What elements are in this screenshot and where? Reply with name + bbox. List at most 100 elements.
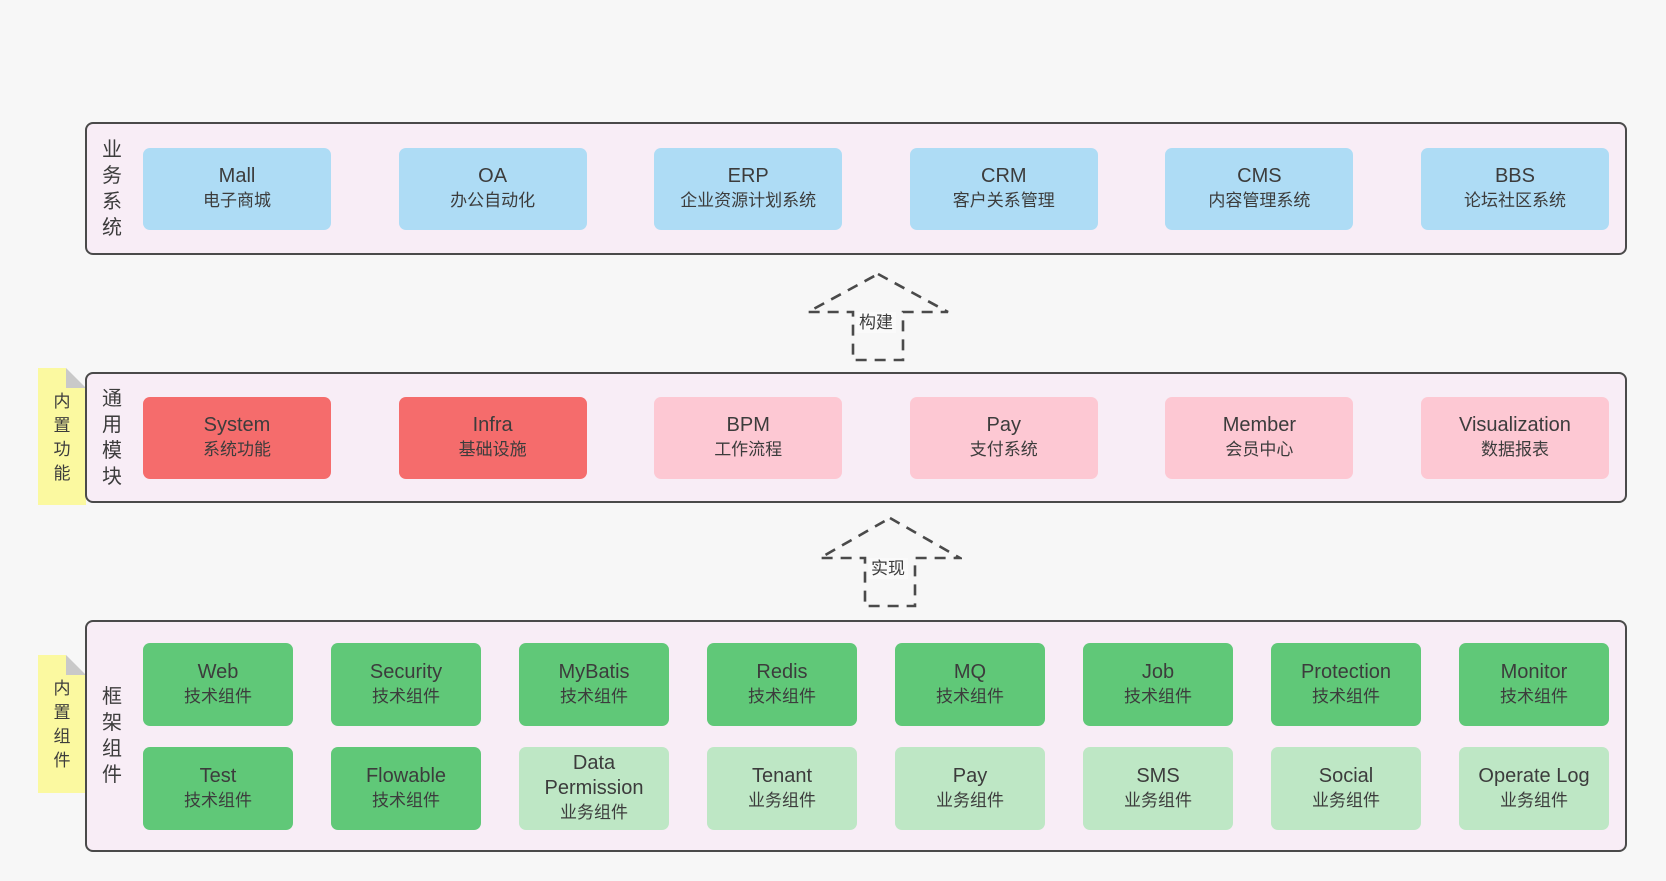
box-title: Mall — [218, 165, 256, 187]
framework-components-layer: 框架组件 Web 技术组件 Security 技术组件 MyBatis 技术组件… — [85, 620, 1627, 852]
box-bpm: BPM 工作流程 — [654, 396, 843, 479]
box-subtitle: 业务组件 — [748, 790, 816, 810]
box-title: Tenant — [751, 764, 813, 787]
build-arrow-label: 构建 — [856, 312, 896, 333]
box-title: Pay — [952, 764, 988, 787]
box-subtitle: 企业资源计划系统 — [680, 191, 817, 210]
folded-corner-icon — [66, 368, 86, 388]
box-security: Security 技术组件 — [331, 642, 481, 726]
box-subtitle: 系统功能 — [203, 440, 271, 459]
box-oa: OA 办公自动化 — [398, 147, 587, 230]
box-bbs: BBS 论坛社区系统 — [1420, 147, 1609, 230]
box-title: Pay — [986, 414, 1022, 436]
box-title: Infra — [472, 414, 513, 436]
implement-arrow-icon — [818, 516, 962, 608]
box-subtitle: 数据报表 — [1480, 440, 1549, 459]
box-subtitle: 技术组件 — [936, 686, 1004, 706]
box-mybatis: MyBatis 技术组件 — [519, 642, 669, 726]
common-modules-layer: 通用模块 System 系统功能 Infra 基础设施 BPM 工作流程 Pay… — [85, 372, 1627, 503]
box-title: CRM — [981, 165, 1027, 187]
box-subtitle: 电子商城 — [203, 191, 271, 210]
sticky-note-built-in-components: 内置组件 — [38, 655, 86, 793]
box-title: Monitor — [1500, 660, 1568, 683]
implement-arrow-label: 实现 — [868, 558, 908, 579]
box-title: Protection — [1300, 660, 1392, 683]
box-title: OA — [478, 165, 508, 187]
box-subtitle: 业务组件 — [560, 803, 628, 822]
box-title: Flowable — [365, 764, 447, 787]
box-title: MQ — [953, 660, 987, 683]
box-test: Test 技术组件 — [143, 746, 293, 830]
sticky-note-built-in-functions: 内置功能 — [38, 368, 86, 505]
layer-label-business-systems: 业务系统 — [102, 138, 122, 239]
build-arrow-icon — [807, 272, 949, 362]
box-tenant: Tenant 业务组件 — [707, 746, 857, 830]
framework-components-rows: Web 技术组件 Security 技术组件 MyBatis 技术组件 Redi… — [143, 642, 1609, 830]
box-title: SMS — [1136, 764, 1180, 787]
box-system: System 系统功能 — [143, 396, 331, 479]
box-subtitle: 技术组件 — [372, 686, 440, 706]
box-infra: Infra 基础设施 — [398, 396, 587, 479]
box-subtitle: 技术组件 — [1312, 686, 1380, 706]
box-subtitle: 内容管理系统 — [1208, 191, 1311, 210]
sticky-label: 内置组件 — [53, 679, 71, 770]
box-subtitle: 基础设施 — [458, 440, 527, 459]
box-crm: CRM 客户关系管理 — [909, 147, 1098, 230]
box-job: Job 技术组件 — [1083, 642, 1233, 726]
box-web: Web 技术组件 — [143, 642, 293, 726]
box-title: Data Permission — [544, 752, 644, 799]
box-subtitle: 业务组件 — [936, 790, 1004, 810]
box-monitor: Monitor 技术组件 — [1459, 642, 1609, 726]
box-sms: SMS 业务组件 — [1083, 746, 1233, 830]
box-subtitle: 技术组件 — [1500, 686, 1568, 706]
box-title: Job — [1141, 660, 1175, 683]
box-title: ERP — [727, 165, 769, 187]
box-redis: Redis 技术组件 — [707, 642, 857, 726]
layer-label-common-modules: 通用模块 — [102, 387, 122, 488]
box-subtitle: 业务组件 — [1312, 790, 1380, 810]
box-title: BPM — [726, 414, 770, 436]
framework-components-row2: Test 技术组件 Flowable 技术组件 Data Permission … — [143, 746, 1609, 830]
framework-components-row1: Web 技术组件 Security 技术组件 MyBatis 技术组件 Redi… — [143, 642, 1609, 726]
box-subtitle: 会员中心 — [1225, 440, 1294, 459]
business-systems-row: Mall 电子商城 OA 办公自动化 ERP 企业资源计划系统 CRM 客户关系… — [143, 147, 1609, 230]
box-subtitle: 业务组件 — [1500, 790, 1568, 810]
box-member: Member 会员中心 — [1165, 396, 1354, 479]
box-flowable: Flowable 技术组件 — [331, 746, 481, 830]
box-subtitle: 办公自动化 — [450, 191, 536, 210]
box-mall: Mall 电子商城 — [143, 147, 331, 230]
box-subtitle: 支付系统 — [969, 440, 1038, 459]
box-cms: CMS 内容管理系统 — [1165, 147, 1354, 230]
common-modules-row: System 系统功能 Infra 基础设施 BPM 工作流程 Pay 支付系统… — [143, 396, 1609, 479]
box-title: Test — [199, 764, 237, 787]
box-operate-log: Operate Log 业务组件 — [1459, 746, 1609, 830]
box-title: Redis — [756, 660, 808, 683]
box-title: Security — [369, 660, 443, 683]
box-title: System — [203, 414, 271, 436]
layer-label-framework-components: 框架组件 — [102, 686, 122, 786]
box-subtitle: 技术组件 — [184, 686, 252, 706]
box-mq: MQ 技术组件 — [895, 642, 1045, 726]
box-title: MyBatis — [558, 660, 630, 683]
box-title: Social — [1318, 764, 1374, 787]
box-erp: ERP 企业资源计划系统 — [654, 147, 843, 230]
box-protection: Protection 技术组件 — [1271, 642, 1421, 726]
box-subtitle: 技术组件 — [184, 790, 252, 810]
box-social: Social 业务组件 — [1271, 746, 1421, 830]
sticky-label: 内置功能 — [53, 392, 71, 483]
box-subtitle: 技术组件 — [560, 686, 628, 706]
box-title: Visualization — [1459, 414, 1571, 436]
box-subtitle: 技术组件 — [1124, 686, 1192, 706]
box-title: Web — [197, 660, 239, 683]
box-subtitle: 技术组件 — [748, 686, 816, 706]
box-title: Operate Log — [1478, 764, 1590, 787]
box-pay-system: Pay 支付系统 — [909, 396, 1098, 479]
box-data-permission: Data Permission 业务组件 — [519, 746, 669, 830]
box-title: CMS — [1237, 165, 1282, 187]
box-subtitle: 工作流程 — [714, 440, 783, 459]
box-subtitle: 业务组件 — [1124, 790, 1192, 810]
box-subtitle: 技术组件 — [372, 790, 440, 810]
box-visualization: Visualization 数据报表 — [1420, 396, 1609, 479]
box-pay-component: Pay 业务组件 — [895, 746, 1045, 830]
